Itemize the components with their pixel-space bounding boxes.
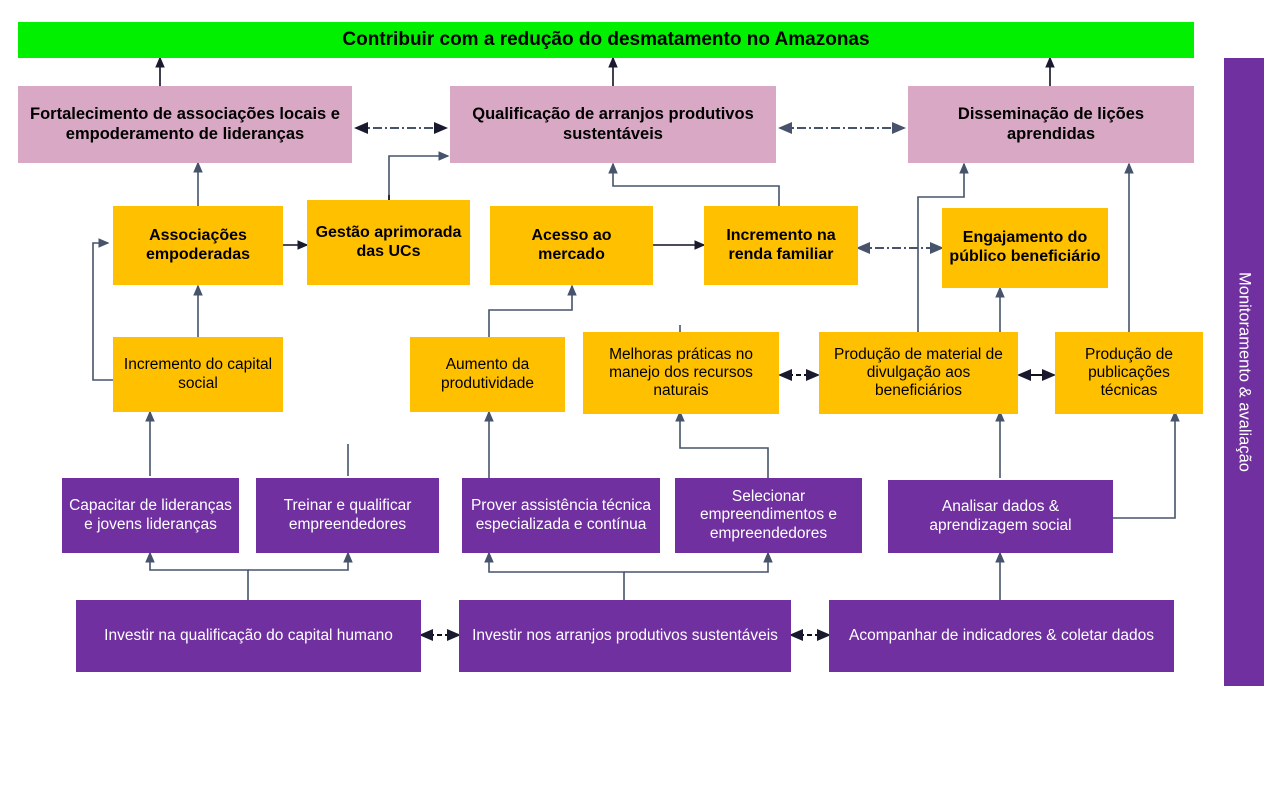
action-3-label: Prover assistência técnica especializada… [470,497,652,533]
direct-result-4-label: Incremento na renda familiar [726,226,836,263]
direct-result-9-label: Produção de material de divulgação aos b… [834,345,1003,400]
action-investir-arranjos: Investir nos arranjos produtivos sustent… [459,600,791,672]
impact-box: Contribuir com a redução do desmatamento… [18,22,1194,58]
direct-result-5-label: Engajamento do público beneficiário [949,229,1101,265]
direct-result-engajamento-publico: Engajamento do público beneficiário [942,208,1108,288]
monitoring-evaluation-bar: Monitoramento & avaliação [1224,58,1264,686]
action-acompanhar-indicadores: Acompanhar de indicadores & coletar dado… [829,600,1174,672]
action-5-label: Analisar dados & aprendizagem social [929,498,1072,534]
direct-result-produtividade: Aumento da produtividade [410,337,565,412]
intermediate-result-2: Qualificação de arranjos produtivos sust… [450,86,776,163]
action-investir-capital-humano: Investir na qualificação do capital huma… [76,600,421,672]
direct-result-7-label: Aumento da produtividade [440,356,535,392]
direct-result-associacoes-empoderadas: Associações empoderadas [113,206,283,285]
direct-result-capital-social: Incremento do capital social [113,337,283,412]
direct-result-acesso-mercado: Acesso ao mercado [490,206,653,285]
direct-result-10-label: Produção de publicações técnicas [1085,345,1173,400]
monitoring-evaluation-label: Monitoramento & avaliação [1235,272,1254,472]
action-4-label: Selecionar empreendimentos e empreendedo… [700,488,837,542]
intermediate-result-1: Fortalecimento de associações locais e e… [18,86,352,163]
action-assistencia-tecnica: Prover assistência técnica especializada… [462,478,660,553]
action-1-label: Capacitar de lideranças e jovens lideran… [69,497,232,533]
intermediate-result-3: Disseminação de lições aprendidas [908,86,1194,163]
action-2-label: Treinar e qualificar empreendedores [283,497,412,533]
action-analisar-dados: Analisar dados & aprendizagem social [888,480,1113,553]
direct-result-manejo-recursos: Melhoras práticas no manejo dos recursos… [583,332,779,414]
direct-result-8-label: Melhoras práticas no manejo dos recursos… [609,345,753,400]
direct-result-2-label: Gestão aprimorada das UCs [315,223,462,260]
legend: 5 IGUALDADE DE GÊNERO ⚥ 11 CIDADES E COM… [0,694,1280,794]
direct-result-publicacoes-tecnicas: Produção de publicações técnicas [1055,332,1203,414]
intermediate-result-1-label: Fortalecimento de associações locais e e… [30,105,340,143]
direct-result-gestao-ucs: Gestão aprimorada das UCs [307,200,470,285]
impact-label: Contribuir com a redução do desmatamento… [342,28,870,50]
action-8-label: Acompanhar de indicadores & coletar dado… [848,626,1155,644]
action-capacitar-liderancas: Capacitar de lideranças e jovens lideran… [62,478,239,553]
action-treinar-empreendedores: Treinar e qualificar empreendedores [256,478,439,553]
action-selecionar-empreendimentos: Selecionar empreendimentos e empreendedo… [675,478,862,553]
direct-result-3-label: Acesso ao mercado [531,226,612,263]
direct-result-renda-familiar: Incremento na renda familiar [704,206,858,285]
intermediate-result-2-label: Qualificação de arranjos produtivos sust… [472,105,754,143]
action-6-label: Investir na qualificação do capital huma… [104,626,393,644]
direct-result-1-label: Associações empoderadas [145,226,251,263]
direct-result-6-label: Incremento do capital social [123,356,273,392]
intermediate-result-3-label: Disseminação de lições aprendidas [957,105,1145,143]
direct-result-material-divulgacao: Produção de material de divulgação aos b… [819,332,1018,414]
action-7-label: Investir nos arranjos produtivos sustent… [472,626,778,644]
